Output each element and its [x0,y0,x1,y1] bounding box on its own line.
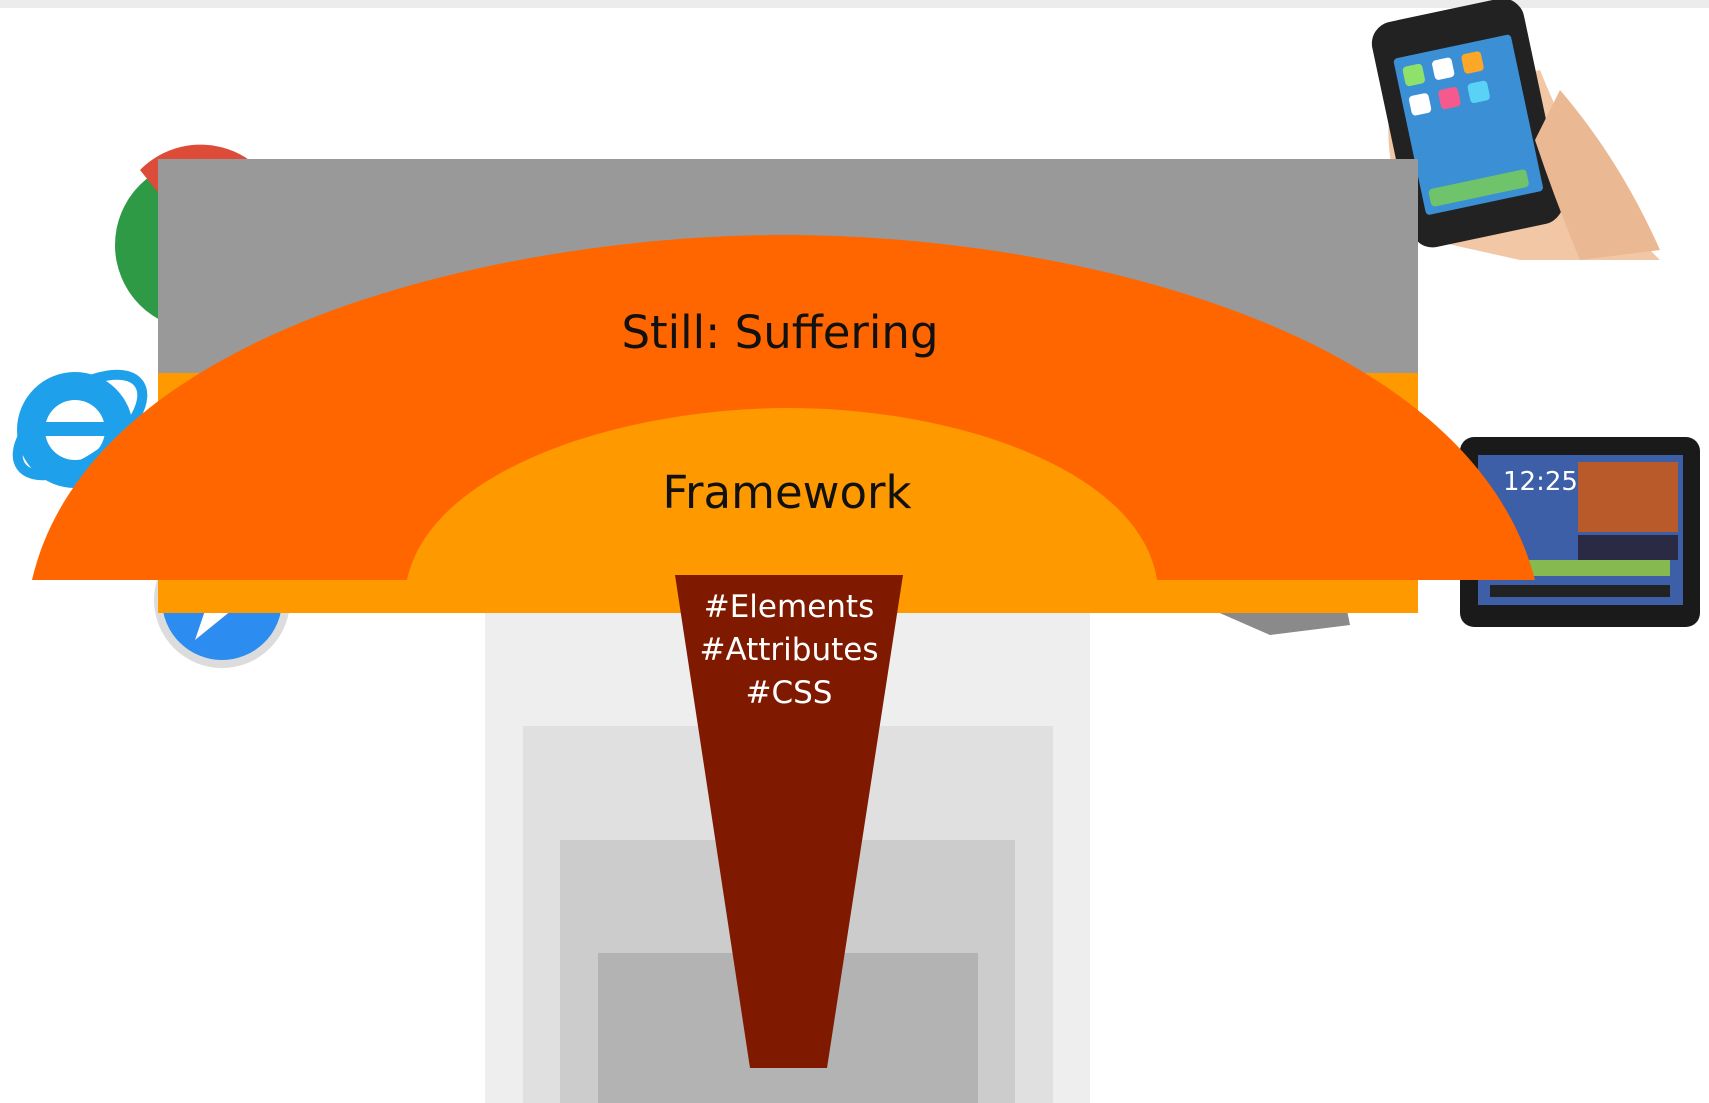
outer-layer-arch [32,235,1535,580]
core-funnel [675,575,903,1068]
outer-layer-label: Still: Suffering [621,306,939,359]
core-labels: #Elements #Attributes #CSS [664,586,914,715]
svg-text:12:25: 12:25 [1503,467,1578,497]
core-label-elements: #Elements [703,589,875,625]
top-strip [0,0,1709,8]
core-label-attributes: #Attributes [699,632,879,668]
smartphone-in-hand-icon [1371,0,1660,260]
core-label-css: #CSS [745,675,833,711]
middle-layer-arch [407,408,1157,580]
middle-layer-label: Framework [662,466,912,519]
